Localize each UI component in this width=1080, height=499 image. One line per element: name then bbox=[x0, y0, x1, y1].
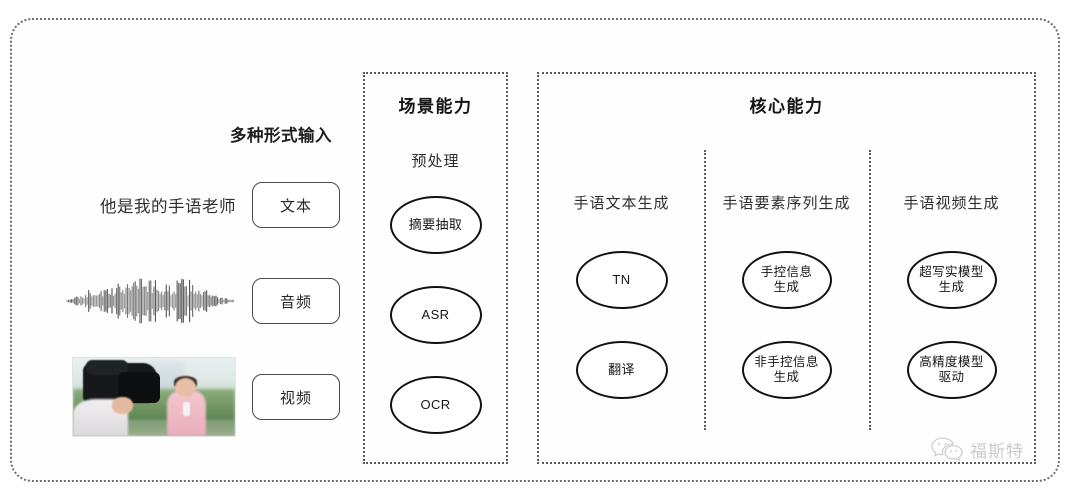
input-type-button-video[interactable]: 视频 bbox=[252, 374, 340, 420]
video-thumbnail-image bbox=[72, 357, 236, 437]
scene-capability-oval-2[interactable]: OCR bbox=[389, 376, 482, 434]
core-capability-oval-0-0[interactable]: TN bbox=[575, 251, 668, 309]
scene-capability-oval-list: 摘要抽取 ASR OCR bbox=[365, 196, 506, 434]
core-capability-oval-1-0[interactable]: 手控信息生成 bbox=[741, 251, 832, 309]
multimodal-input-heading: 多种形式输入 bbox=[230, 127, 332, 145]
scene-capability-oval-0[interactable]: 摘要抽取 bbox=[389, 196, 482, 254]
audio-waveform-icon bbox=[64, 272, 236, 330]
core-capability-column-1: 手语要素序列生成手控信息生成非手控信息生成 bbox=[704, 150, 869, 466]
input-type-button-audio[interactable]: 音频 bbox=[252, 278, 340, 324]
core-capability-oval-2-0[interactable]: 超写实模型生成 bbox=[906, 251, 997, 309]
scene-capability-subtitle: 预处理 bbox=[411, 153, 460, 170]
audio-waveform-media bbox=[64, 272, 236, 330]
scene-capability-oval-1[interactable]: ASR bbox=[389, 286, 482, 344]
input-row-audio: 音频 bbox=[36, 258, 340, 344]
core-capability-column-title-1: 手语要素序列生成 bbox=[722, 195, 851, 212]
core-capability-column-title-2: 手语视频生成 bbox=[903, 195, 1000, 212]
scene-capability-block: 场景能力 预处理 摘要抽取 ASR OCR bbox=[363, 72, 508, 464]
text-sample-media: 他是我的手语老师 bbox=[100, 193, 236, 217]
core-capability-column-2: 手语视频生成超写实模型生成高精度模型驱动 bbox=[869, 150, 1034, 466]
core-capability-oval-1-1[interactable]: 非手控信息生成 bbox=[741, 341, 832, 399]
multimodal-input-panel: 多种形式输入 他是我的手语老师 文本 音频 bbox=[36, 100, 340, 440]
video-thumbnail-media bbox=[72, 357, 236, 437]
input-type-button-text[interactable]: 文本 bbox=[252, 182, 340, 228]
core-capability-oval-0-1[interactable]: 翻译 bbox=[575, 341, 668, 399]
core-capability-column-0: 手语文本生成 TN 翻译 bbox=[539, 150, 704, 466]
scene-capability-title: 场景能力 bbox=[398, 97, 473, 116]
sample-sentence-text: 他是我的手语老师 bbox=[100, 198, 236, 216]
input-row-video: 视频 bbox=[36, 354, 340, 440]
diagram-outer-frame: 多种形式输入 他是我的手语老师 文本 音频 bbox=[10, 18, 1060, 482]
core-capability-column-title-0: 手语文本生成 bbox=[573, 195, 670, 212]
core-capability-oval-2-1[interactable]: 高精度模型驱动 bbox=[906, 341, 997, 399]
core-capability-title: 核心能力 bbox=[749, 97, 824, 116]
input-row-text: 他是我的手语老师 文本 bbox=[36, 162, 340, 248]
